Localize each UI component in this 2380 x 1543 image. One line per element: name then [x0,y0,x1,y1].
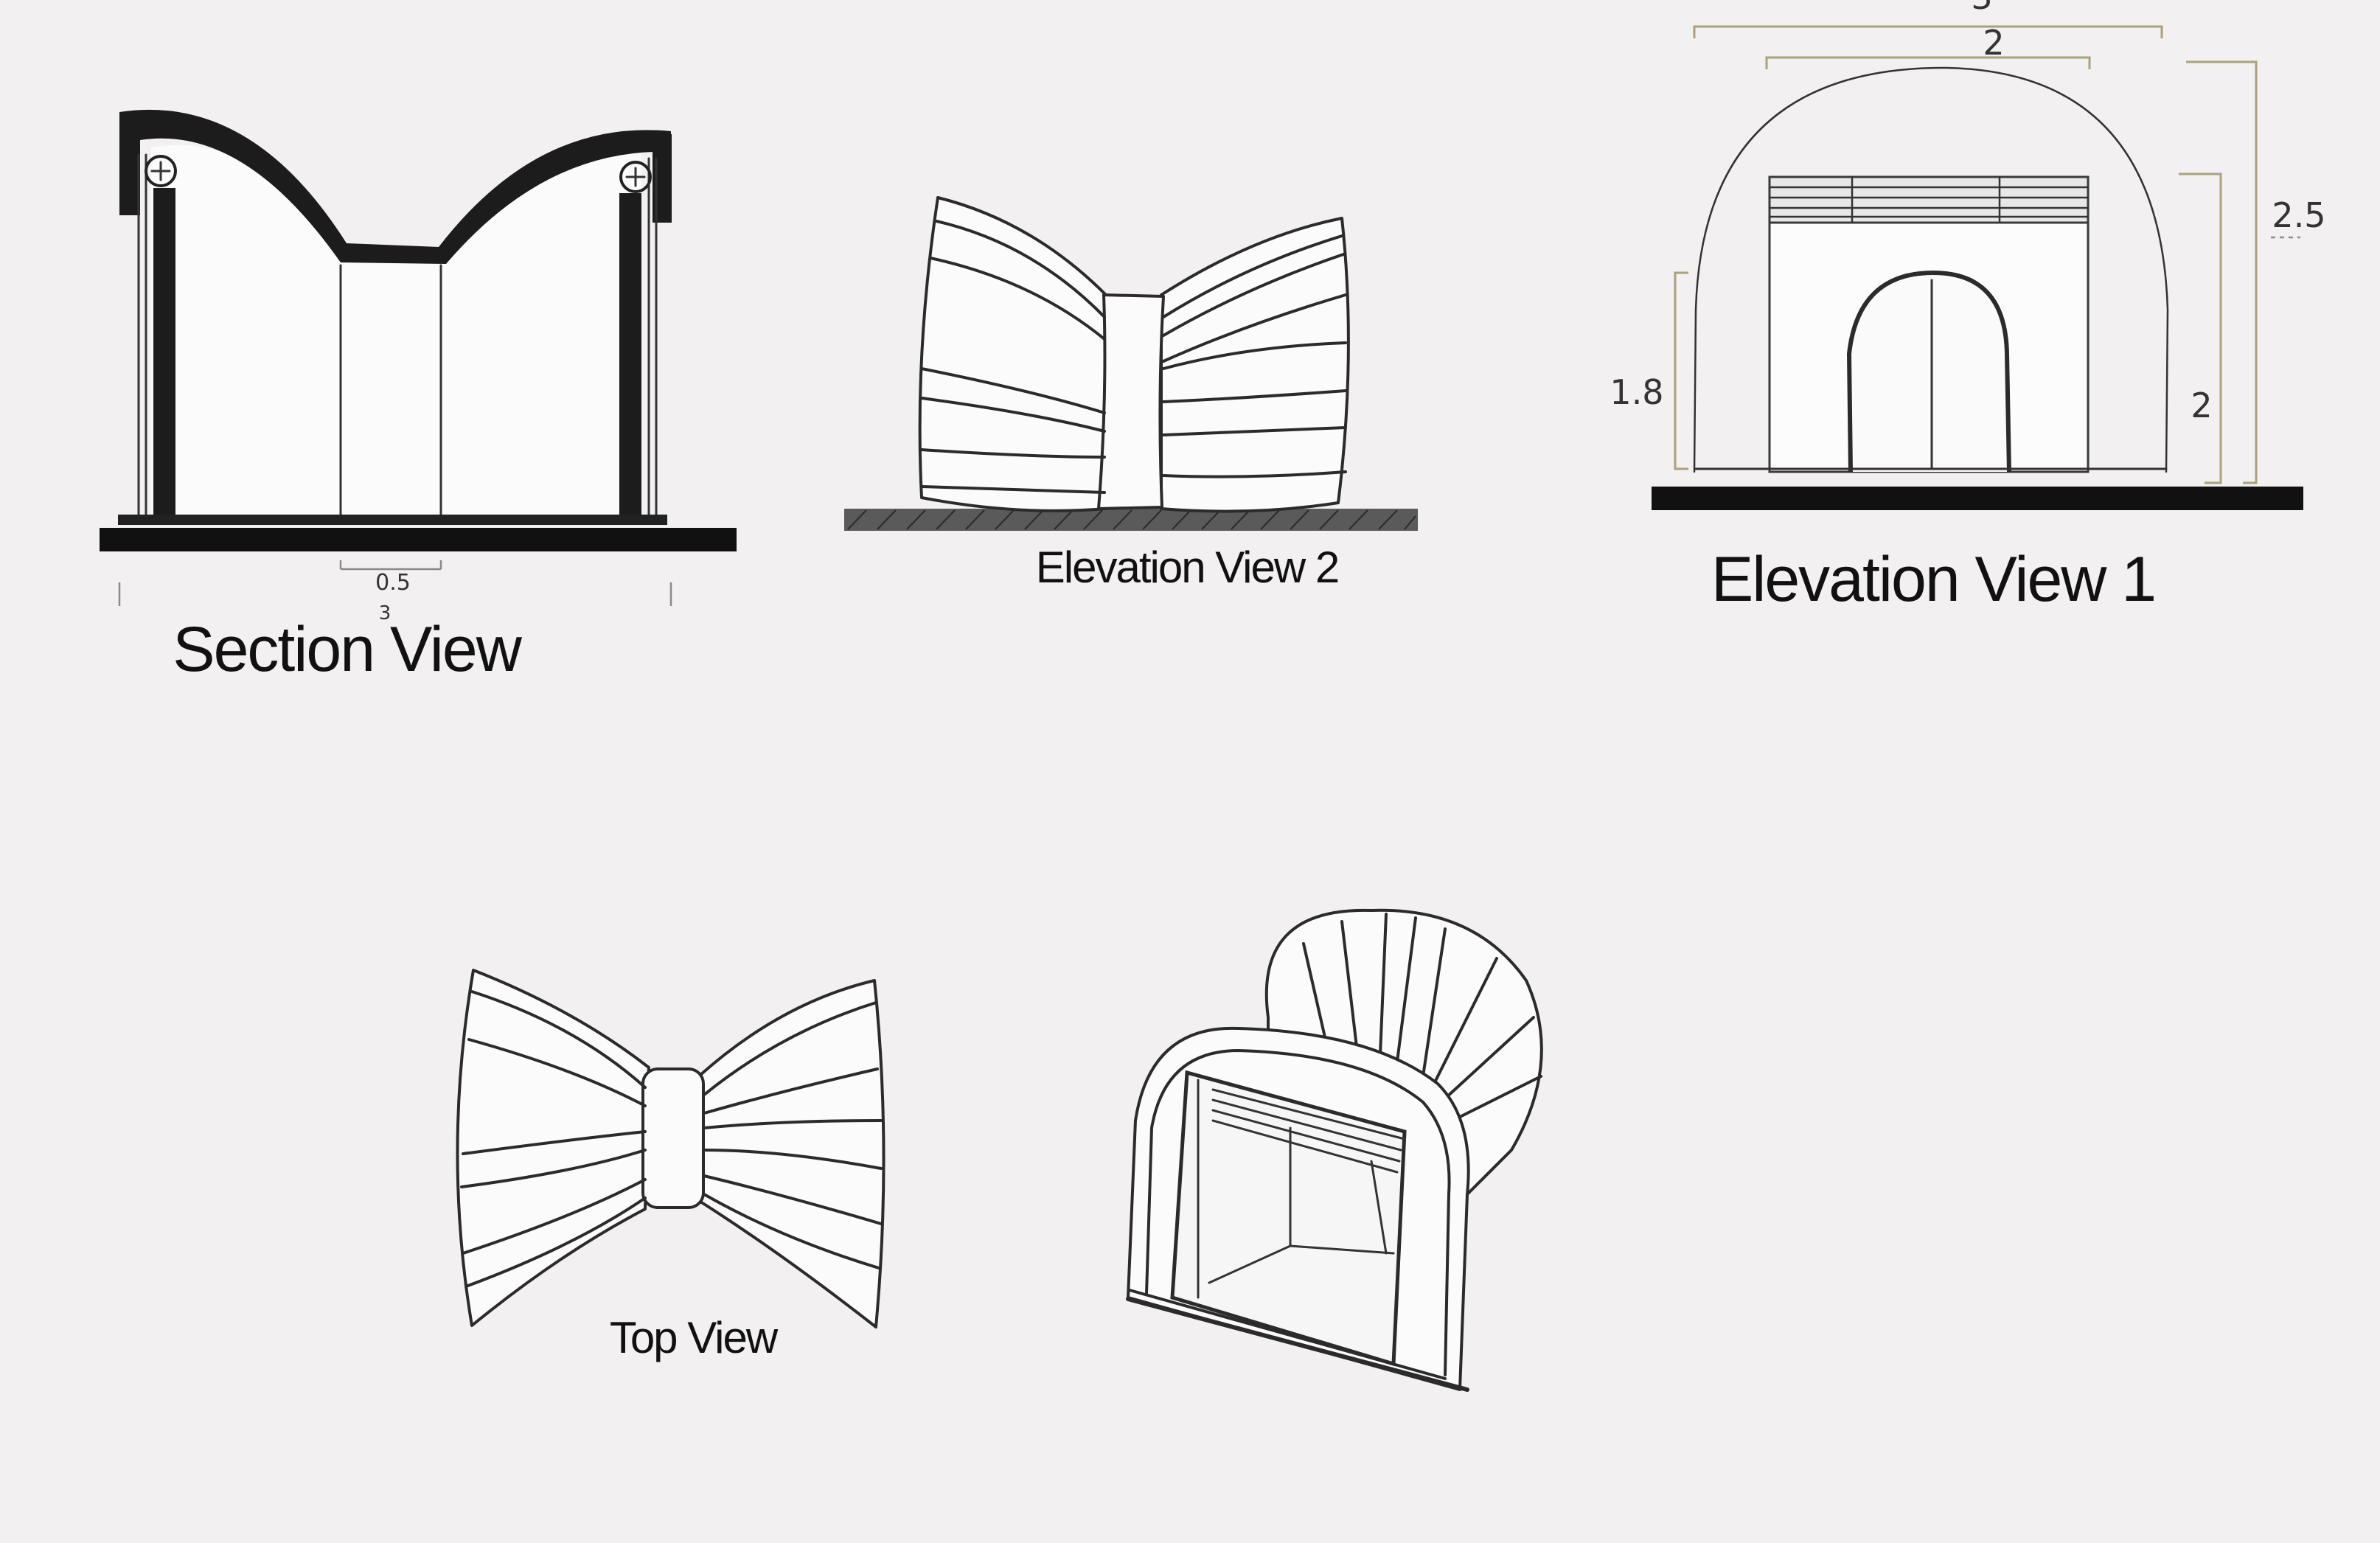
elev1-dim-outer-width: 3 [1971,0,1992,17]
section-dim-center: 0.5 [375,570,411,596]
section-view-label: Section View [173,614,522,685]
elev1-dim-height-inner: 2 [2191,386,2212,425]
elev1-dim-height-left: 1.8 [1610,372,1663,412]
section-dim-width: 3 [379,602,392,624]
elev1-dim-inner-width: 2 [1983,23,2004,63]
section-view-drawing [100,109,737,606]
elevation-view-2-drawing [844,196,1418,531]
elevation-view-2-label: Elevation View 2 [1036,543,1339,592]
top-view-label: Top View [610,1313,779,1362]
elev1-dim-height-outer: 2.5 [2272,195,2325,235]
top-view-drawing [456,969,885,1328]
elevation-view-1-drawing [1652,25,2303,510]
elevation-view-1-label: Elevation View 1 [1711,544,2155,615]
perspective-view-drawing [1126,908,1543,1392]
